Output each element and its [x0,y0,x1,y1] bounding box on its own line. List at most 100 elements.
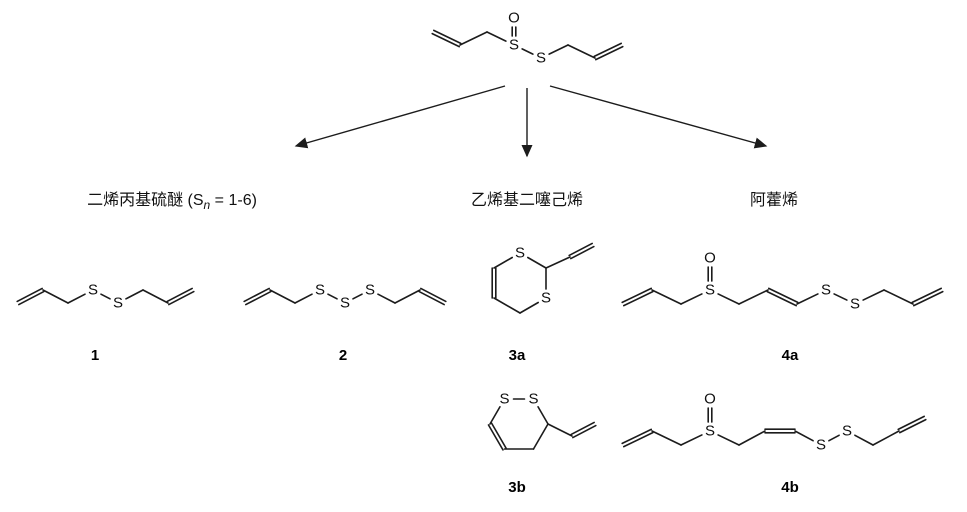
compound-label-2: 2 [338,347,348,364]
bond [570,421,595,436]
structure-allicin: SOS [431,10,624,67]
bond [243,287,270,303]
bond [125,289,144,300]
bond [651,289,682,305]
bond [67,293,86,304]
bond [526,256,547,269]
bond [18,290,45,306]
category2-text: 乙烯基二噻己烯 [470,192,584,209]
compound-label-1: 1 [90,347,100,364]
bond [738,289,769,305]
bond [912,290,944,307]
category-label-ajoene: 阿藿烯 [750,186,798,210]
bond [418,290,445,306]
compound-label-3a: 3a [508,347,526,364]
category-label-vinyl-dithiins: 乙烯基二噻己烯 [471,186,583,210]
bond [872,430,900,446]
bond [854,434,874,446]
bond [352,293,363,300]
category-label-diallyl-sulfides: 二烯丙基硫醚 (Sn = 1-6) [87,186,257,212]
atom-label-S: S [509,37,519,54]
bond [593,42,623,58]
bond [548,44,569,55]
structure-2-vinyl-1-3-dithiin: SS [491,242,595,314]
bond [547,423,573,437]
atom-label-O: O [704,250,716,267]
bond [572,424,597,439]
atom-label-S: S [88,282,98,299]
bond [168,290,195,306]
bond [621,428,653,445]
structure-diallyl-trisulfide: SSS [243,282,447,312]
arrow-to-ajoenes [549,85,768,149]
atom-label-S: S [842,423,852,440]
atom-label-S: S [541,290,551,307]
bond [545,256,571,269]
bond [883,289,914,305]
bond [16,287,43,303]
bond [594,45,624,61]
compound-label-3b: 3b [508,479,526,496]
bond [833,293,848,301]
bond [570,245,595,260]
bond [431,32,461,48]
bond [911,287,943,304]
bond [532,423,549,450]
bond [717,434,740,446]
bond [794,430,814,442]
atom-label-S: S [705,423,715,440]
decomposition-arrows [294,85,768,158]
bond [621,287,653,304]
bond [899,418,927,434]
bond [377,293,396,304]
bond [766,290,798,307]
bond [537,405,549,425]
bond [897,415,925,431]
atom-label-S: S [705,282,715,299]
category1-text: 二烯丙基硫醚 (S [87,192,204,209]
bond [622,290,654,307]
bond [42,289,69,304]
atom-label-O: O [508,10,520,27]
atom-label-O: O [704,391,716,408]
atom-label-S: S [528,391,538,408]
bond [490,422,507,449]
atom-label-S: S [821,282,831,299]
category1-subscript-n: n [203,198,211,213]
bond [327,293,338,300]
category1-rest: = 1-6) [210,192,257,209]
atom-label-S: S [499,391,509,408]
bond [100,293,111,300]
bond [487,424,504,451]
bond [245,290,272,306]
bond [717,293,740,305]
bond [828,434,840,442]
bond [738,430,766,446]
atom-label-S: S [113,295,123,312]
bond [767,287,799,304]
bond [519,301,540,314]
bond [294,293,313,304]
bond [420,287,447,303]
atom-label-S: S [315,282,325,299]
bond [622,431,654,448]
bond [680,293,703,305]
bond [486,31,507,42]
atom-label-S: S [340,295,350,312]
bond [521,48,534,55]
bond [862,289,885,301]
category3-text: 阿藿烯 [749,192,799,209]
atom-label-S: S [816,437,826,454]
compound-label-4a: 4a [781,347,799,364]
bond [269,289,296,304]
bond [493,256,514,269]
atom-label-S: S [515,245,525,262]
bond [459,31,488,46]
bond [796,293,819,305]
bond [651,430,682,446]
bond [432,29,462,45]
bond [489,405,501,425]
